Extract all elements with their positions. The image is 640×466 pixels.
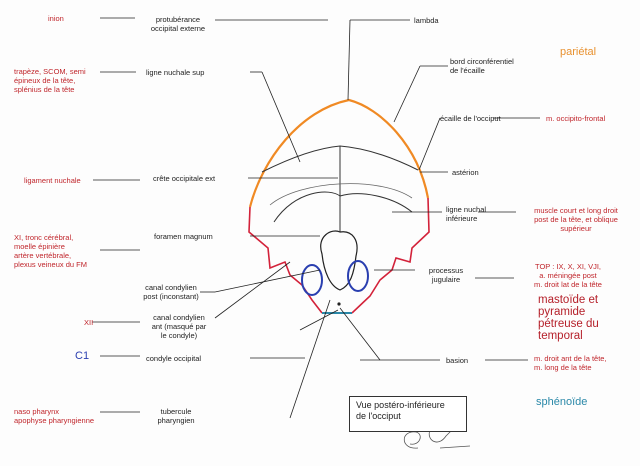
label-occipital-crest: crête occipitale ext <box>153 174 216 183</box>
condyle-left <box>301 264 323 296</box>
leader-lines <box>92 17 540 419</box>
occiput-contour-right <box>351 197 430 314</box>
occiput-contour-left <box>248 206 323 314</box>
label-asterion: astérion <box>452 168 479 177</box>
note-anterior-rectus: m. droit ant de la tête,m. long de la tê… <box>534 354 607 372</box>
author-signature <box>403 429 471 449</box>
label-lambda: lambda <box>414 16 439 25</box>
foramen-magnum <box>320 230 358 291</box>
note-xii: XII <box>84 318 94 327</box>
label-occipital-squama: écaille de l'occiput <box>440 114 501 123</box>
vault-inner-line <box>269 183 413 206</box>
note-c1: C1 <box>75 350 90 362</box>
note-ligament-nuchal: ligament nuchale <box>24 176 81 185</box>
condyle-right <box>347 260 369 292</box>
note-parietal: pariétal <box>560 46 597 58</box>
inferior-nuchal-line <box>273 191 413 223</box>
label-occipital-condyle: condyle occipital <box>146 354 202 363</box>
note-inion: inion <box>48 14 64 23</box>
note-sphenoid: sphénoïde <box>536 396 588 408</box>
label-basion: basion <box>446 356 469 365</box>
label-foramen-magnum: foramen magnum <box>154 232 213 241</box>
parietal-border <box>248 98 430 208</box>
basion-point <box>337 302 341 306</box>
note-occipito-frontal: m. occipito-frontal <box>546 114 606 123</box>
label-superior-nuchal-line: ligne nuchale sup <box>146 68 205 77</box>
